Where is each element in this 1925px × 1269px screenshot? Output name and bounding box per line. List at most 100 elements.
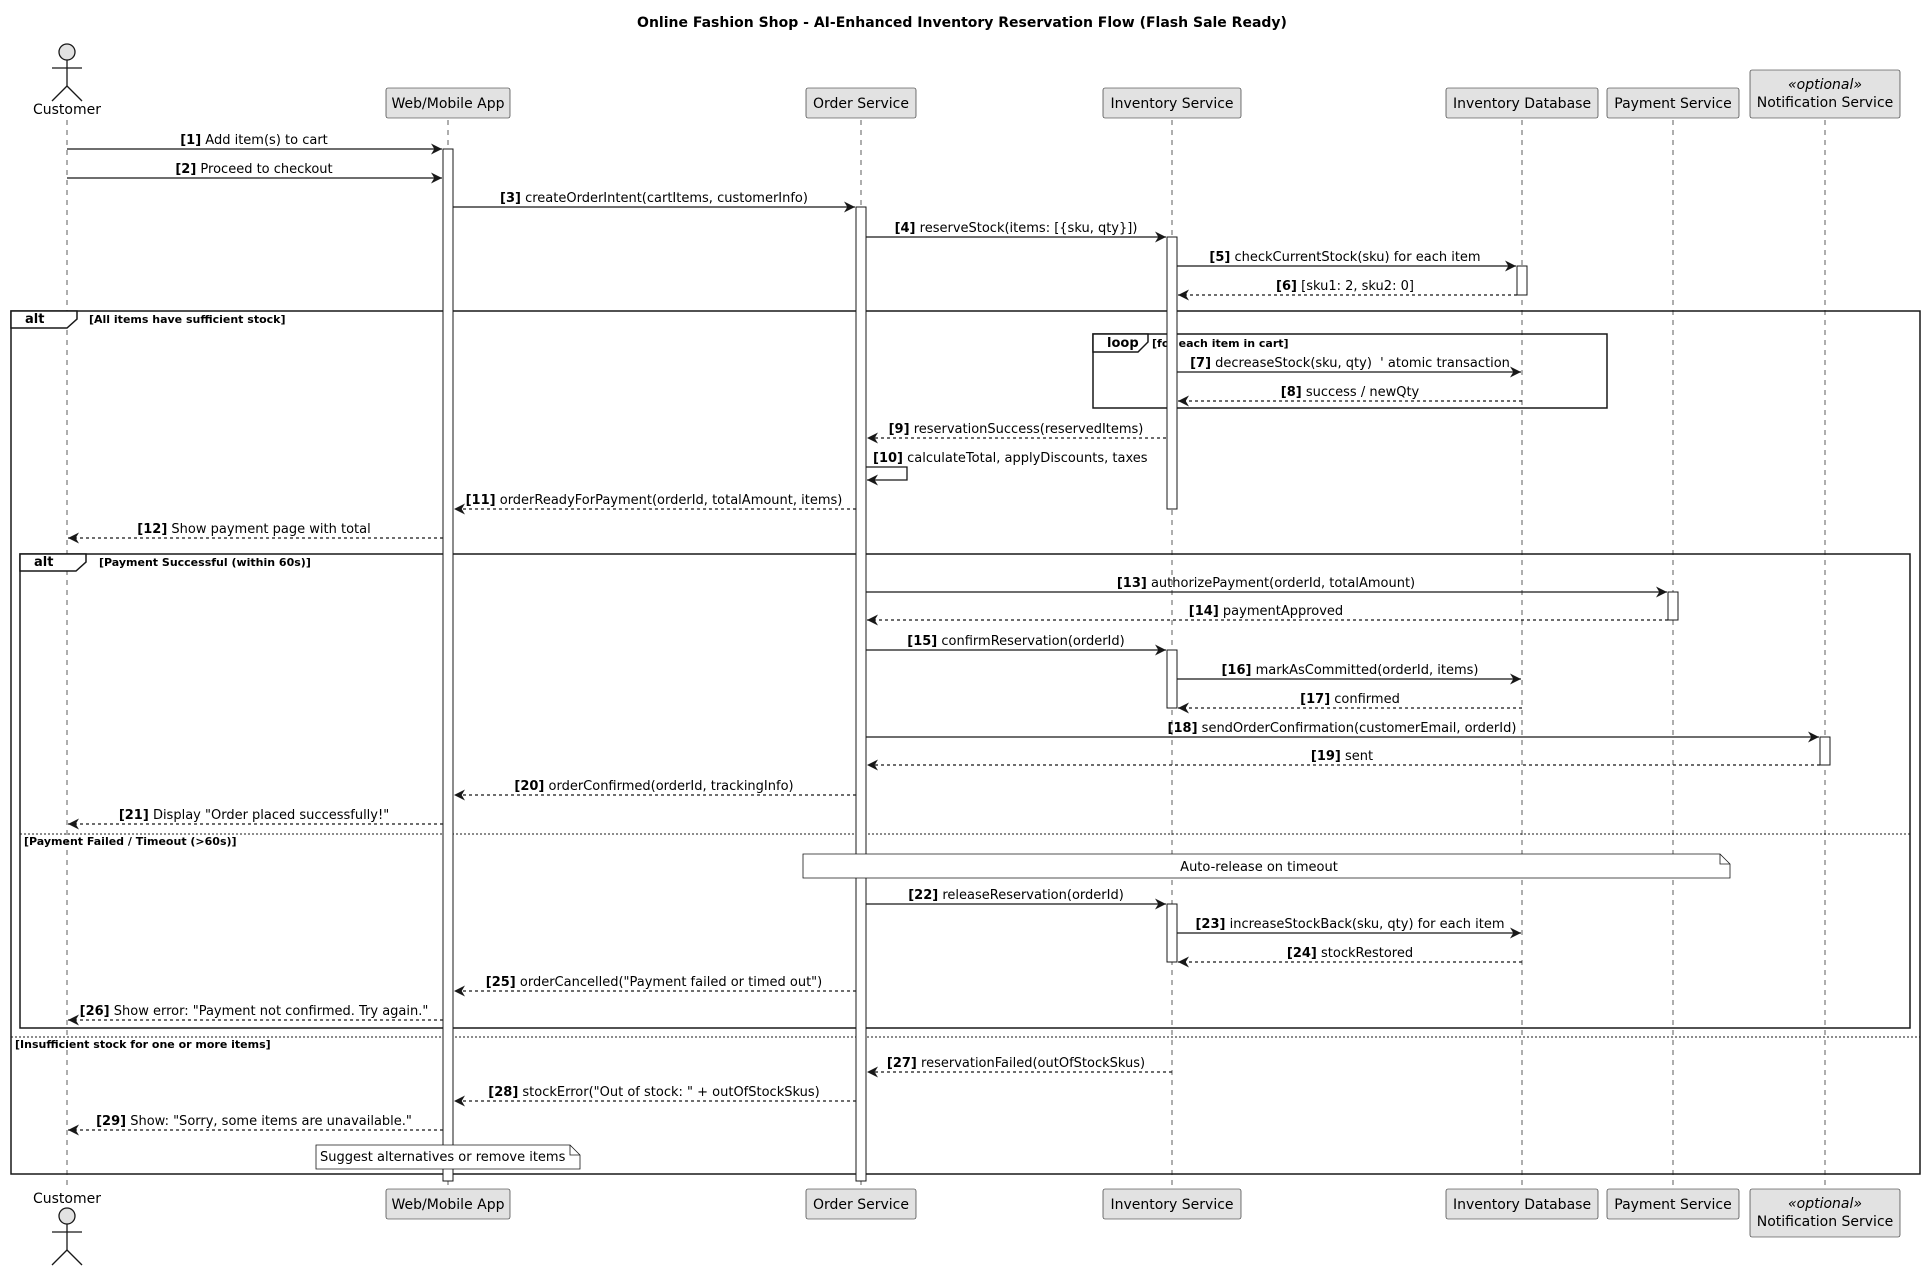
message-4: [4] reserveStock(items: [{sku, qty}])	[866, 221, 1166, 243]
message-number: [8]	[1281, 385, 1302, 400]
svg-text:[23] increaseStockBack(sku, qt: [23] increaseStockBack(sku, qty) for eac…	[1195, 917, 1504, 932]
message-label: confirmReservation(orderId)	[941, 634, 1124, 649]
svg-text:[9] reservationSuccess(reserve: [9] reservationSuccess(reservedItems)	[889, 422, 1144, 437]
message-label: reservationFailed(outOfStockSkus)	[921, 1056, 1145, 1071]
message-8: [8] success / newQty	[1178, 385, 1522, 407]
note-auto-release: Auto-release on timeout	[802, 853, 1731, 879]
participant-label-order: Order Service	[813, 96, 909, 112]
message-5: [5] checkCurrentStock(sku) for each item	[1177, 250, 1516, 272]
message-9: [9] reservationSuccess(reservedItems)	[867, 422, 1166, 444]
message-number: [4]	[895, 221, 916, 236]
message-label: releaseReservation(orderId)	[942, 888, 1123, 903]
alt-outer-else-guard: [Insufficient stock for one or more item…	[15, 1038, 271, 1051]
message-number: [16]	[1221, 663, 1251, 678]
activation-webapp	[442, 148, 454, 1182]
message-number: [6]	[1276, 279, 1297, 294]
message-label: orderConfirmed(orderId, trackingInfo)	[549, 779, 794, 794]
actor-customer-bottom	[51, 1207, 83, 1266]
message-number: [13]	[1117, 576, 1147, 591]
svg-text:[10] calculateTotal, applyDisc: [10] calculateTotal, applyDiscounts, tax…	[873, 451, 1148, 466]
participant-notify-top: «optional» Notification Service	[1749, 69, 1901, 119]
participant-payment-top: Payment Service	[1606, 87, 1740, 119]
loop-keyword: loop	[1107, 336, 1139, 351]
activation-inventory-release	[1166, 903, 1178, 963]
participant-label-order: Order Service	[813, 1197, 909, 1213]
message-25: [25] orderCancelled("Payment failed or t…	[454, 975, 856, 997]
participant-label-webapp: Web/Mobile App	[392, 1197, 505, 1213]
message-label: createOrderIntent(cartItems, customerInf…	[525, 191, 808, 206]
message-7: [7] decreaseStock(sku, qty) ' atomic tra…	[1177, 356, 1521, 378]
participant-inventory-top: Inventory Service	[1102, 87, 1242, 119]
svg-text:[17] confirmed: [17] confirmed	[1300, 692, 1400, 707]
message-label: increaseStockBack(sku, qty) for each ite…	[1230, 917, 1505, 932]
alt-fragment-inner: alt [Payment Successful (within 60s)] [P…	[19, 553, 1911, 1029]
message-number: [20]	[514, 779, 544, 794]
participant-label-webapp: Web/Mobile App	[392, 96, 505, 112]
message-13: [13] authorizePayment(orderId, totalAmou…	[866, 576, 1667, 598]
actor-icon	[58, 1207, 76, 1225]
message-label: sent	[1345, 749, 1373, 764]
activation-payment	[1667, 591, 1679, 621]
svg-text:[27] reservationFailed(outOfSt: [27] reservationFailed(outOfStockSkus)	[887, 1056, 1145, 1071]
message-label: reserveStock(items: [{sku, qty}])	[920, 221, 1138, 236]
participant-payment-bottom: Payment Service	[1606, 1188, 1740, 1220]
message-26: [26] Show error: "Payment not confirmed.…	[68, 1004, 443, 1026]
message-label: Show error: "Payment not confirmed. Try …	[114, 1004, 429, 1019]
message-number: [11]	[466, 493, 496, 508]
actor-customer-top	[51, 43, 83, 102]
participant-heads-bottom: Customer Web/Mobile App Order Service In…	[33, 1188, 1901, 1266]
message-label: success / newQty	[1306, 385, 1420, 400]
message-number: [26]	[80, 1004, 110, 1019]
message-11: [11] orderReadyForPayment(orderId, total…	[454, 493, 856, 515]
message-22: [22] releaseReservation(orderId)	[866, 888, 1166, 910]
svg-text:[2] Proceed to checkout: [2] Proceed to checkout	[175, 162, 332, 177]
participant-order-bottom: Order Service	[805, 1188, 917, 1220]
svg-text:[22] releaseReservation(orderI: [22] releaseReservation(orderId)	[908, 888, 1124, 903]
participant-label-inventory: Inventory Service	[1110, 96, 1233, 112]
alt-inner-else-guard: [Payment Failed / Timeout (>60s)]	[24, 835, 237, 848]
message-14: [14] paymentApproved	[867, 604, 1668, 626]
lifelines	[66, 120, 1826, 1185]
message-12: [12] Show payment page with total	[68, 522, 443, 544]
message-label: Add item(s) to cart	[205, 133, 327, 148]
message-label: checkCurrentStock(sku) for each item	[1234, 250, 1480, 265]
message-label: calculateTotal, applyDiscounts, taxes	[907, 451, 1148, 466]
svg-text:[19] sent: [19] sent	[1311, 749, 1373, 764]
message-number: [18]	[1168, 721, 1198, 736]
participant-label-payment: Payment Service	[1614, 96, 1731, 112]
participant-notify-bottom: «optional» Notification Service	[1749, 1188, 1901, 1238]
notes: Auto-release on timeout Suggest alternat…	[315, 853, 1731, 1170]
message-2: [2] Proceed to checkout	[67, 162, 442, 184]
message-number: [14]	[1189, 604, 1219, 619]
message-number: [29]	[96, 1114, 126, 1129]
activation-notify	[1819, 736, 1831, 766]
loop-guard: [for each item in cart]	[1152, 337, 1289, 350]
participant-label-notify: Notification Service	[1757, 95, 1894, 111]
message-27: [27] reservationFailed(outOfStockSkus)	[867, 1056, 1172, 1078]
message-number: [28]	[488, 1085, 518, 1100]
svg-text:[13] authorizePayment(orderId,: [13] authorizePayment(orderId, totalAmou…	[1117, 576, 1415, 591]
message-label: markAsCommitted(orderId, items)	[1256, 663, 1479, 678]
svg-text:[5] checkCurrentStock(sku) for: [5] checkCurrentStock(sku) for each item	[1209, 250, 1480, 265]
message-label: orderCancelled("Payment failed or timed …	[520, 975, 822, 990]
svg-text:[6] [sku1: 2, sku2: 0]: [6] [sku1: 2, sku2: 0]	[1276, 279, 1414, 294]
svg-text:[29] Show: "Sorry, some items: [29] Show: "Sorry, some items are unavai…	[96, 1114, 412, 1129]
svg-text:[26] Show error: "Payment not: [26] Show error: "Payment not confirmed.…	[80, 1004, 429, 1019]
message-10: [10] calculateTotal, applyDiscounts, tax…	[866, 451, 1148, 486]
activation-db-check	[1516, 265, 1528, 296]
participant-db-bottom: Inventory Database	[1445, 1188, 1599, 1220]
activation-inventory-confirm	[1166, 649, 1178, 709]
participant-inventory-bottom: Inventory Service	[1102, 1188, 1242, 1220]
message-number: [12]	[137, 522, 167, 537]
message-6: [6] [sku1: 2, sku2: 0]	[1178, 279, 1517, 301]
message-18: [18] sendOrderConfirmation(customerEmail…	[866, 721, 1819, 743]
svg-text:[8] success / newQty: [8] success / newQty	[1281, 385, 1420, 400]
svg-text:[7] decreaseStock(sku, qty) ': [7] decreaseStock(sku, qty) ' atomic tra…	[1190, 356, 1510, 371]
message-number: [23]	[1195, 917, 1225, 932]
message-20: [20] orderConfirmed(orderId, trackingInf…	[454, 779, 856, 801]
message-number: [2]	[175, 162, 196, 177]
message-29: [29] Show: "Sorry, some items are unavai…	[68, 1114, 443, 1136]
message-label: Proceed to checkout	[200, 162, 332, 177]
participant-label-customer: Customer	[33, 102, 101, 118]
